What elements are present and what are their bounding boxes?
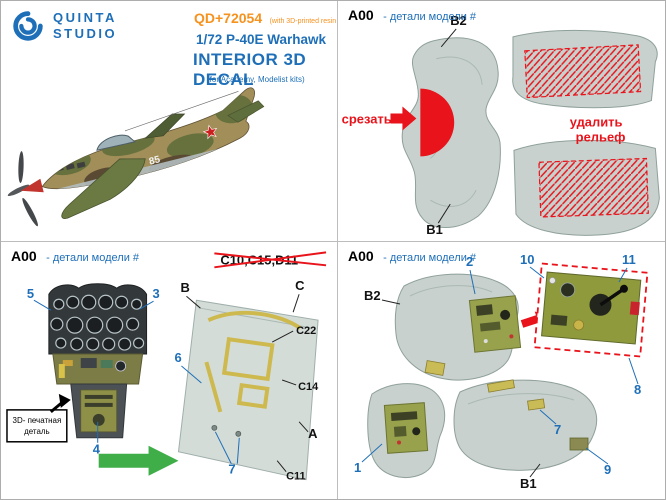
part-label-b2: B2	[364, 288, 381, 303]
part-label-b2: B2	[450, 13, 467, 28]
resin-note: (with 3D-printed resin parts)	[269, 18, 337, 25]
instrument-panel-section: A00 - детали модели # C10,C15,D11	[1, 242, 338, 499]
part-label-b1: B1	[520, 476, 537, 491]
backing-plate-render	[177, 299, 319, 481]
callout-1: 1	[354, 460, 361, 475]
printed-note-line1: 3D- печатная	[13, 416, 62, 425]
product-title: 1/72 P-40E Warhawk	[196, 32, 327, 47]
callout-b: B	[180, 280, 189, 295]
printed-part-note: 3D- печатная деталь	[6, 393, 71, 443]
section-label: - детали модели #	[383, 252, 477, 264]
callout-3: 3	[153, 286, 160, 301]
propeller	[7, 151, 44, 227]
kits-note: (for Academy, Modelist kits)	[207, 75, 305, 84]
relief-remove-area-upper	[524, 44, 642, 99]
callout-11: 11	[622, 252, 636, 267]
callout-7: 7	[554, 422, 561, 437]
section-label: - детали модели #	[383, 11, 477, 23]
sidewalls-section: A00 - детали модели # B2 2	[338, 242, 665, 499]
camouflage	[35, 94, 262, 199]
quinta-swirl-icon	[13, 11, 43, 41]
remove-relief-line1: удалить	[570, 114, 623, 129]
product-code-line: QD+72054 (with 3D-printed resin parts)	[194, 10, 337, 28]
section-code: A00	[348, 7, 374, 23]
title-panel: QUINTA STUDIO QD+72054 (with 3D-printed …	[1, 1, 338, 242]
red-star-insignia	[202, 124, 218, 140]
callout-a: A	[308, 426, 318, 441]
printed-note-line2: деталь	[24, 427, 50, 436]
callout-c14: C14	[298, 381, 319, 393]
brand-name: QUINTA STUDIO	[53, 10, 117, 43]
tactical-number: 85	[148, 154, 162, 167]
sidewall-b1-render	[453, 379, 598, 471]
near-wing	[61, 158, 146, 219]
strike-line	[214, 252, 327, 267]
remove-relief-line2: рельеф	[576, 129, 626, 144]
section-code: A00	[348, 248, 374, 264]
tailplane	[227, 100, 265, 123]
section-code: A00	[11, 248, 37, 264]
section-header: A00 - детали модели #	[348, 7, 476, 25]
cut-arrow-icon	[390, 106, 417, 131]
brand-line2: STUDIO	[53, 26, 118, 41]
fuselage-part-render	[401, 37, 501, 228]
assembly-arrow-icon	[98, 445, 179, 476]
product-code: QD+72054	[194, 10, 263, 26]
note-arrow-icon	[58, 393, 71, 408]
sidewall-b2-render	[394, 273, 522, 381]
callout-9: 9	[604, 462, 611, 477]
relief-remove-area-lower	[538, 157, 649, 218]
part-label-b1: B1	[426, 222, 443, 237]
callout-c22: C22	[296, 325, 316, 337]
callout-c11: C11	[286, 471, 306, 483]
section-label: - детали модели #	[46, 252, 140, 264]
section-header: A00 - детали модели #	[11, 248, 139, 266]
callout-5: 5	[27, 286, 34, 301]
callout-8: 8	[634, 382, 641, 397]
instrument-panel-render	[48, 283, 148, 439]
relief-part-lower-render	[513, 139, 660, 236]
callout-6: 6	[174, 350, 181, 365]
callout-c: C	[295, 278, 304, 293]
callout-7: 7	[228, 462, 235, 477]
far-wing	[144, 113, 186, 139]
section-header: A00 - детали модели #	[348, 248, 476, 266]
callout-2: 2	[466, 254, 473, 269]
detail-box-render	[533, 262, 649, 358]
brand-line1: QUINTA	[53, 9, 117, 25]
product-subtitle: INTERIOR 3D DECAL	[193, 50, 307, 89]
cut-area-highlight	[420, 88, 455, 157]
relief-part-upper-render	[512, 29, 658, 109]
quinta-logo: QUINTA STUDIO	[9, 7, 117, 45]
callout-4: 4	[93, 442, 101, 457]
fuselage-cut-panel: A00 - детали модели # срезать	[338, 1, 665, 242]
canopy	[96, 134, 136, 151]
aircraft-illustration: 85	[7, 87, 265, 227]
cut-label: срезать	[342, 111, 392, 126]
antenna-wire	[124, 91, 239, 132]
callout-10: 10	[520, 252, 534, 267]
sidewall-lower-left-render	[367, 383, 446, 478]
